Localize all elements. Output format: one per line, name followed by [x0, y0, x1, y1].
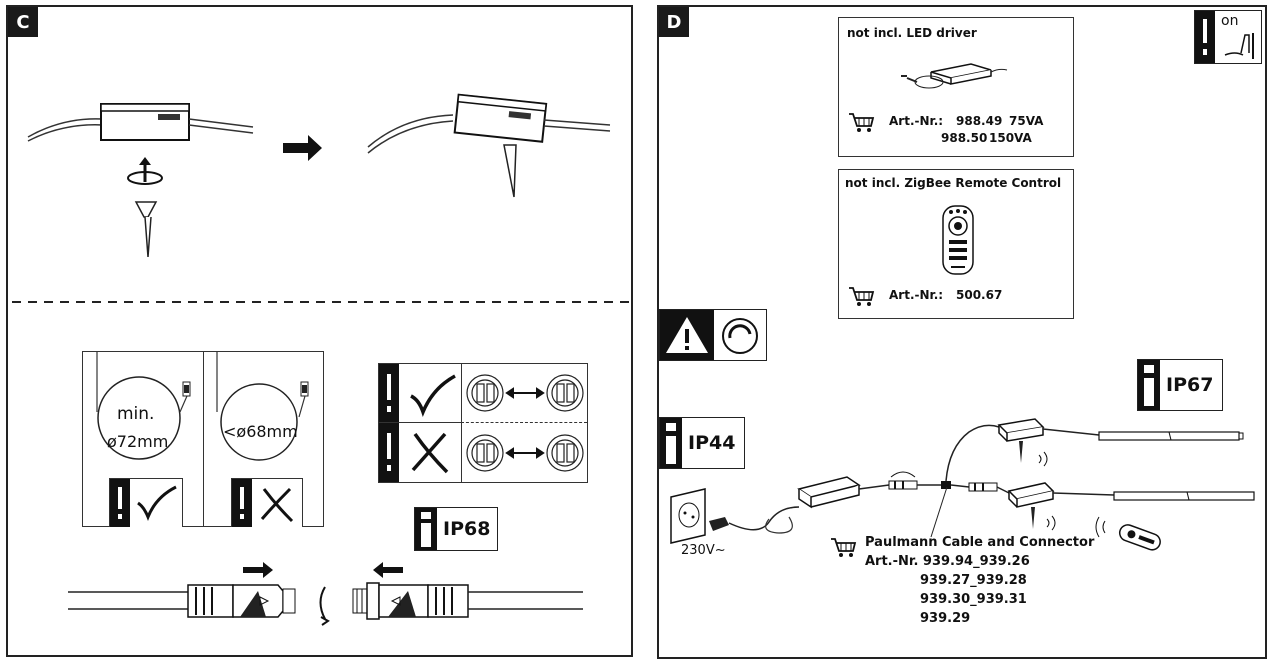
check-icon [137, 485, 177, 522]
warning-triangle-icon [660, 310, 714, 360]
on-label: on [1221, 13, 1239, 29]
bend-ok-diameter-label: ø72mm [107, 432, 169, 451]
connector-orientation-box [378, 363, 588, 483]
connector-join-illustration [68, 562, 583, 626]
ip67-label: IP67 [1166, 374, 1214, 396]
remote-art-label: Art.-Nr.: [889, 288, 944, 302]
spike-mount-illustration [12, 93, 632, 303]
panel-c: C [6, 5, 633, 657]
warning-bar-icon [110, 479, 130, 527]
ip44-label: IP44 [688, 432, 736, 454]
switch-hand-icon [1224, 33, 1254, 59]
wiring-diagram [670, 418, 1255, 551]
cable-connector-art-line-4: 939.29 [920, 611, 971, 626]
led-driver-va-2: 150VA [989, 131, 1032, 145]
bend-bad-mark [231, 478, 303, 527]
cart-icon [849, 287, 875, 306]
bend-ok-illustration [96, 352, 309, 461]
panel-c-letter: C [8, 7, 38, 37]
ip44-badge: IP44 [659, 417, 745, 469]
ip68-label: IP68 [443, 518, 491, 540]
info-icon [660, 418, 682, 468]
dimmer-icon [722, 318, 758, 354]
cable-connector-art-line-3: 939.30_939.31 [920, 592, 1027, 607]
warning-bar-icon [379, 423, 399, 482]
remote-control-box: not incl. ZigBee Remote Control Art.-Nr.… [838, 169, 1074, 319]
warning-bar-icon [379, 364, 399, 422]
switch-on-badge: on [1194, 10, 1262, 64]
ip68-badge: IP68 [414, 507, 498, 551]
cross-icon [411, 432, 449, 474]
info-icon [415, 508, 437, 550]
voltage-label: 230V~ [681, 543, 726, 558]
led-driver-art-number-2: 988.50 [941, 131, 988, 145]
bend-radius-box: min. ø72mm <ø68mm [82, 351, 324, 527]
bend-ok-min-label: min. [117, 404, 155, 424]
warning-bar-icon [232, 479, 252, 527]
warning-dimmer-badge [659, 309, 767, 361]
cross-icon [260, 487, 294, 523]
panel-d: D on not incl. LED driver Art.-Nr [657, 5, 1267, 659]
led-driver-illustration [901, 63, 1008, 89]
connector-pins-illustration [466, 374, 584, 472]
bend-ok-mark [109, 478, 183, 527]
led-driver-art-number-1: 988.49 [956, 114, 1003, 128]
ip67-badge: IP67 [1137, 359, 1223, 411]
led-driver-title: not incl. LED driver [847, 26, 977, 40]
warning-bar-icon [1195, 11, 1215, 63]
cart-icon [849, 113, 875, 132]
remote-title: not incl. ZigBee Remote Control [845, 176, 1062, 190]
info-icon [1138, 360, 1160, 410]
led-driver-box: not incl. LED driver Art.-Nr.: 988.49 75… [838, 17, 1074, 157]
check-icon [410, 374, 456, 417]
panel-d-letter: D [659, 7, 689, 37]
cable-connector-art-line-2: 939.27_939.28 [920, 573, 1027, 588]
led-driver-art-label: Art.-Nr.: [889, 114, 944, 128]
remote-art-number: 500.67 [956, 288, 1003, 302]
cart-icon [831, 538, 857, 557]
cable-connector-art-line-1: Art.-Nr. 939.94_939.26 [865, 554, 1030, 569]
remote-control-illustration [942, 205, 974, 275]
bend-bad-diameter-label: <ø68mm [223, 422, 298, 441]
led-driver-va-1: 75VA [1009, 114, 1044, 128]
cable-connector-title: Paulmann Cable and Connector [865, 535, 1095, 550]
